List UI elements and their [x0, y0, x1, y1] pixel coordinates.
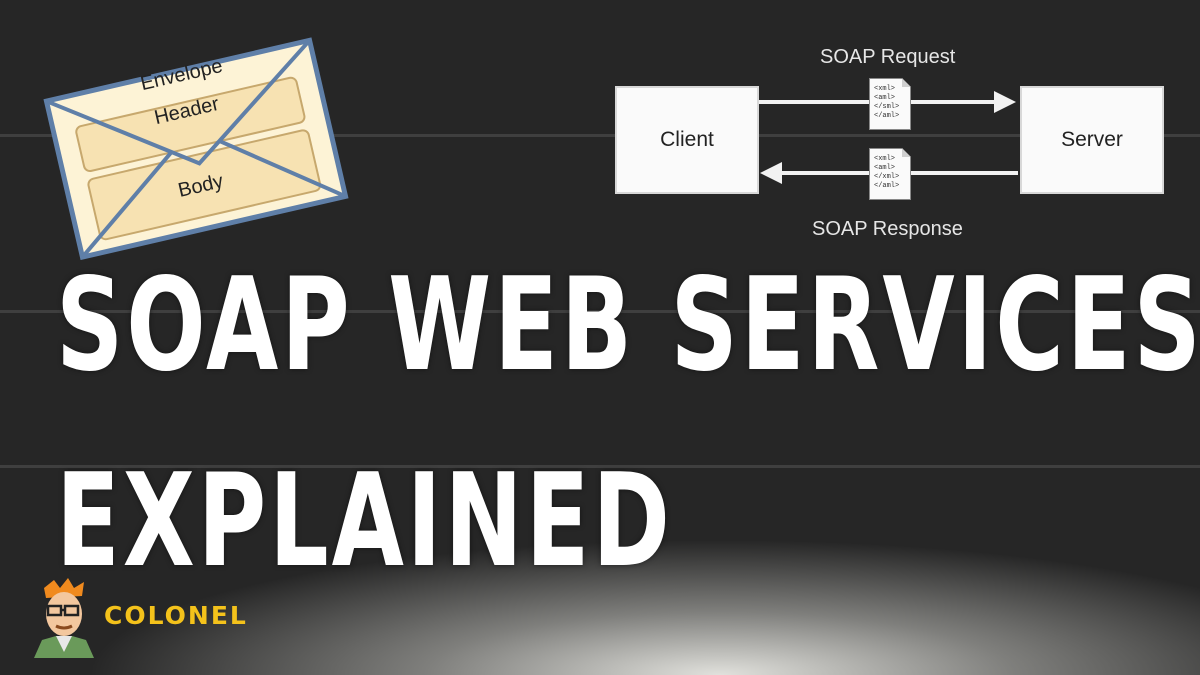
background-stripe: [0, 310, 1200, 313]
request-arrowhead-icon: [994, 91, 1016, 113]
brand-logo: [26, 578, 106, 658]
background-stripe: [0, 465, 1200, 468]
doc-line: <aml>: [874, 164, 896, 172]
doc-line: </aml>: [874, 112, 900, 120]
doc-line: <xml>: [874, 85, 896, 93]
envelope-icon: [43, 37, 349, 261]
envelope-illustration: Envelope Header Body: [30, 30, 350, 261]
client-box: Client: [615, 86, 759, 194]
title-line-1: SOAP WEB SERVICES: [56, 251, 1200, 400]
background-stripe: [0, 134, 1200, 137]
client-label: Client: [660, 128, 714, 151]
doc-line: </xml>: [874, 173, 900, 181]
response-xml-document-icon: <xml> <aml> </xml> </aml>: [869, 148, 911, 200]
server-box: Server: [1020, 86, 1164, 194]
response-arrowhead-icon: [760, 162, 782, 184]
soap-response-label: SOAP Response: [812, 218, 963, 240]
server-label: Server: [1061, 128, 1123, 151]
soap-request-label: SOAP Request: [820, 46, 956, 68]
doc-line: <xml>: [874, 155, 896, 163]
bottom-glow: [0, 495, 1200, 675]
doc-line: </sml>: [874, 103, 900, 111]
brand-name: COLONEL: [104, 601, 248, 630]
colonel-avatar-icon: [34, 578, 94, 658]
doc-line: </aml>: [874, 182, 900, 190]
title-line-2: EXPLAINED: [56, 447, 673, 596]
doc-line: <aml>: [874, 94, 896, 102]
request-xml-document-icon: <xml> <aml> </sml> </aml>: [869, 78, 911, 130]
